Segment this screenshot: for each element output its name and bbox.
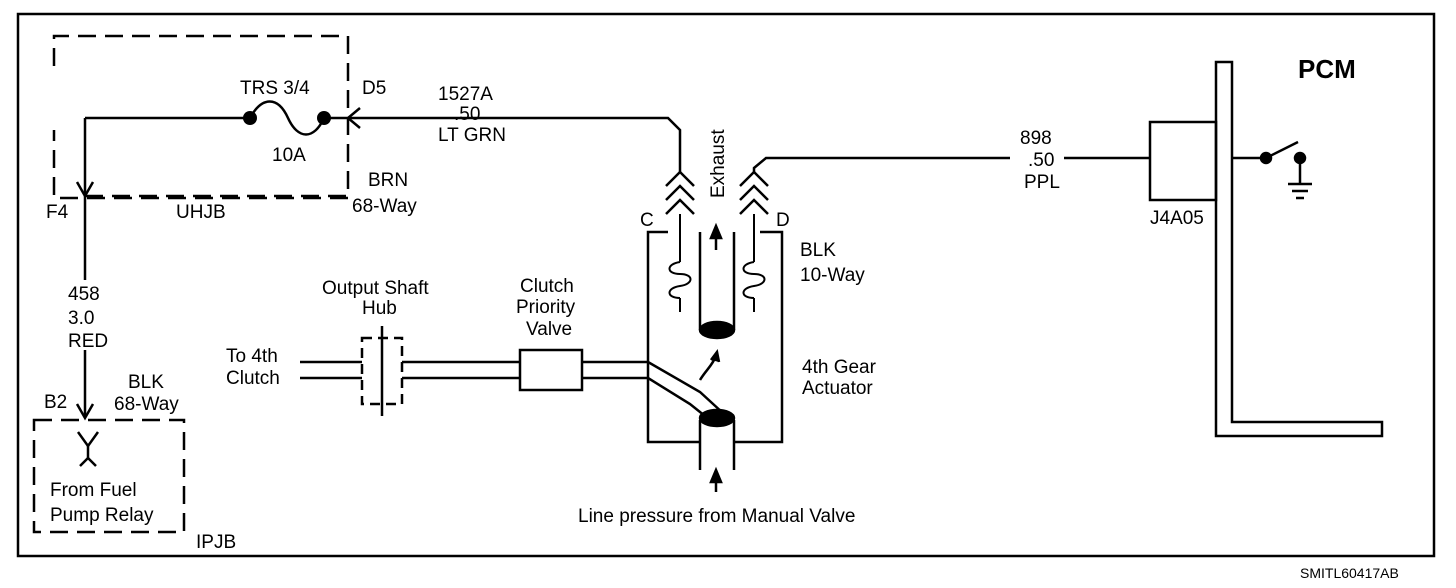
output-shaft-line2: Hub [362,298,397,319]
wire-1527a [346,107,682,172]
exhaust-arrow-icon [709,222,723,250]
line-pressure-label: Line pressure from Manual Valve [578,506,855,527]
ipjb-junction-block [32,418,186,534]
wire-898-circuit: 898 [1020,128,1052,149]
connector-d-icon [739,170,769,215]
ipjb-label: IPJB [196,532,236,553]
pcm-label: PCM [1298,54,1356,84]
actuator-line1: 4th Gear [802,357,877,378]
exhaust-label: Exhaust [708,129,729,198]
figure-id-label: SMITL60417AB [1300,565,1399,581]
10-way-label: 10-Way [800,265,865,286]
actuator-body [646,230,784,470]
to-4th-clutch-line2: Clutch [226,368,280,389]
wire-458-circuit: 458 [68,284,100,305]
fuel-pump-relay-line2: Pump Relay [50,505,154,526]
solenoid-coil-right [742,214,766,312]
wire-898-size: .50 [1028,150,1054,171]
68-way-bottom-label: 68-Way [114,394,179,415]
blk-10-way-label: BLK [800,240,836,261]
b2-label: B2 [44,392,67,413]
connector-c-icon [665,170,695,215]
clutch-priority-line2: Priority [516,297,576,318]
connector-c-label: C [640,210,654,231]
solenoid-coil-left [668,214,692,312]
f4-label: F4 [46,202,69,223]
to-4th-clutch-line1: To 4th [226,346,278,367]
diagram-border [16,12,1436,558]
wire-1527a-color: LT GRN [438,125,506,146]
wire-1527a-circuit: 1527A [438,84,493,105]
connector-d-label: D [776,210,790,231]
wire-f4-bus [75,118,348,280]
clutch-priority-line1: Clutch [520,276,574,297]
wire-1527a-size: .50 [454,104,480,125]
68-way-top-label: 68-Way [352,196,417,217]
fork-terminal-icon [76,431,100,467]
uhjb-label: UHJB [176,202,226,223]
actuator-line2: Actuator [802,378,873,399]
wire-458 [75,350,95,421]
wire-458-color: RED [68,331,108,352]
output-shaft-hub [300,326,520,416]
output-shaft-line1: Output Shaft [322,278,429,299]
fuse-name-label: TRS 3/4 [240,78,310,99]
d5-label: D5 [362,78,386,99]
wire-898-color: PPL [1024,172,1060,193]
clutch-priority-valve [518,348,725,421]
clutch-priority-line3: Valve [526,319,572,340]
fuel-pump-relay-line1: From Fuel [50,480,137,501]
j4a05-label: J4A05 [1150,208,1204,229]
blk-68-way-label: BLK [128,372,164,393]
brn-label: BRN [368,170,408,191]
fuse-rating-label: 10A [272,145,306,166]
fuse-trs-3-4 [85,100,348,136]
line-pressure-arrow-icon [709,466,723,492]
wire-898 [752,156,1150,172]
pcm-module [1148,60,1384,438]
wire-458-size: 3.0 [68,308,94,329]
